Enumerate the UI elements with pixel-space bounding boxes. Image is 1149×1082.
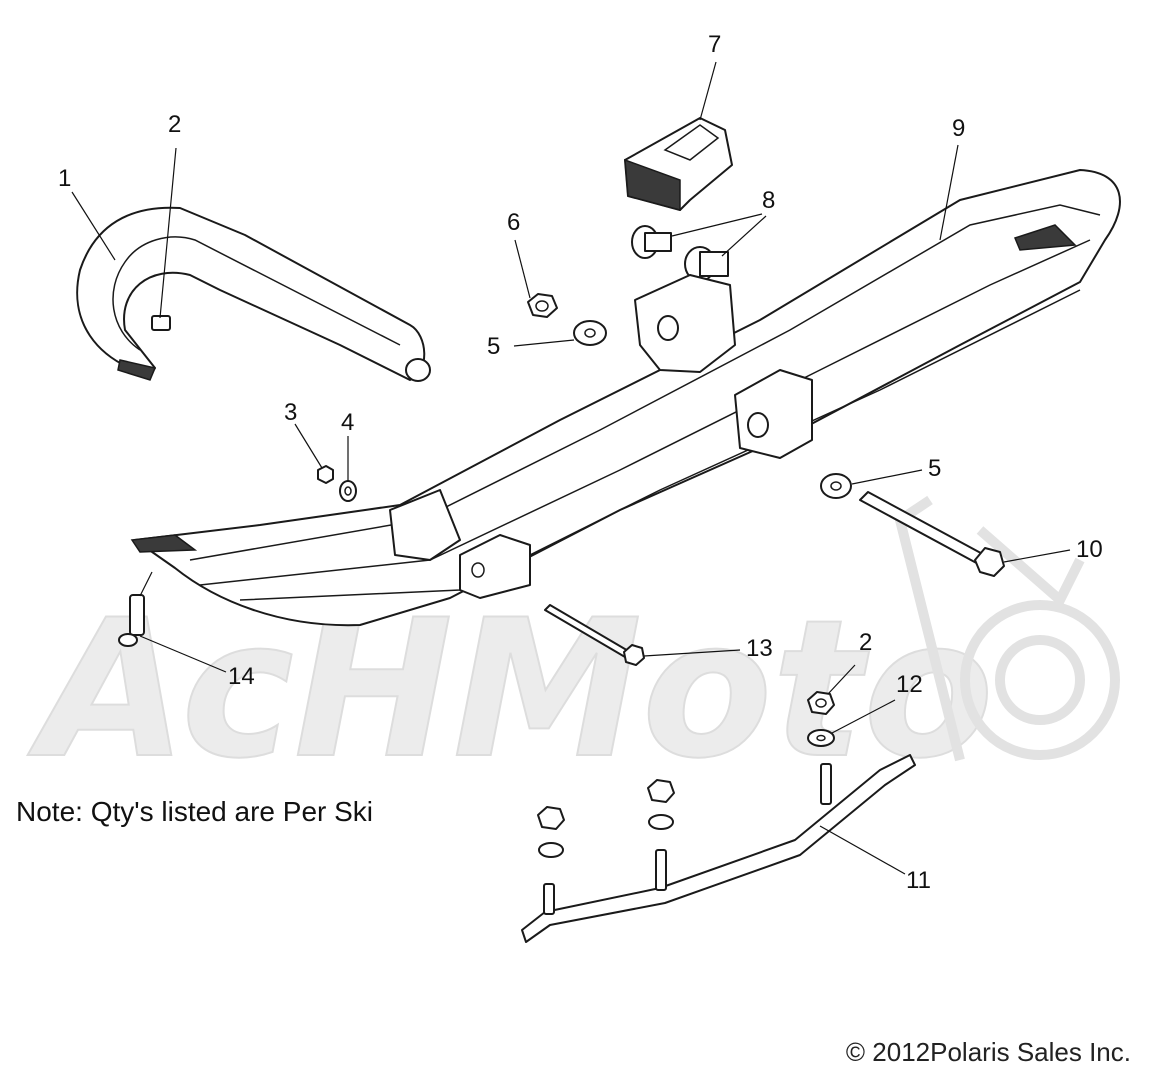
quantity-note: Note: Qty's listed are Per Ski (16, 796, 374, 827)
callout-1: 1 (58, 165, 71, 192)
leader-lines (71, 61, 1071, 875)
callouts: 1 2 3 4 5 6 7 8 9 5 10 13 14 2 12 11 (58, 31, 1103, 894)
callout-6: 6 (507, 209, 520, 236)
callout-5-lower: 5 (928, 455, 941, 482)
part-2-nut-lower (807, 691, 835, 715)
part-11-carbide-runner (521, 754, 916, 943)
callout-8: 8 (762, 187, 775, 214)
part-6-nut (527, 293, 558, 318)
callout-5-upper: 5 (487, 333, 500, 360)
callout-10: 10 (1076, 536, 1103, 563)
part-12-washer (807, 729, 835, 747)
part-4-washer (339, 480, 357, 502)
callout-3: 3 (284, 399, 297, 426)
part-2-clip (151, 315, 171, 331)
callout-12: 12 (896, 671, 923, 698)
part-5-washer-lower (820, 473, 852, 499)
part-1-ski-loop (76, 206, 431, 382)
part-14-rivet (118, 594, 145, 647)
callout-7: 7 (708, 31, 721, 58)
callout-11: 11 (906, 867, 931, 894)
callout-2-lower: 2 (859, 629, 872, 656)
part-10-bolt (859, 491, 1005, 577)
callout-2-upper: 2 (168, 111, 181, 138)
part-3-nut (317, 465, 334, 484)
callout-4: 4 (341, 409, 354, 436)
callout-14: 14 (228, 663, 255, 690)
callout-13: 13 (746, 635, 773, 662)
part-5-washer-upper (573, 320, 607, 346)
watermark-text: AcHMoto (27, 579, 994, 800)
part-9-ski (130, 169, 1121, 627)
part-7-bumper (624, 117, 733, 211)
callout-9: 9 (952, 115, 965, 142)
part-13-bolt (544, 604, 645, 666)
copyright-text: © 2012Polaris Sales Inc. (845, 1037, 1131, 1067)
